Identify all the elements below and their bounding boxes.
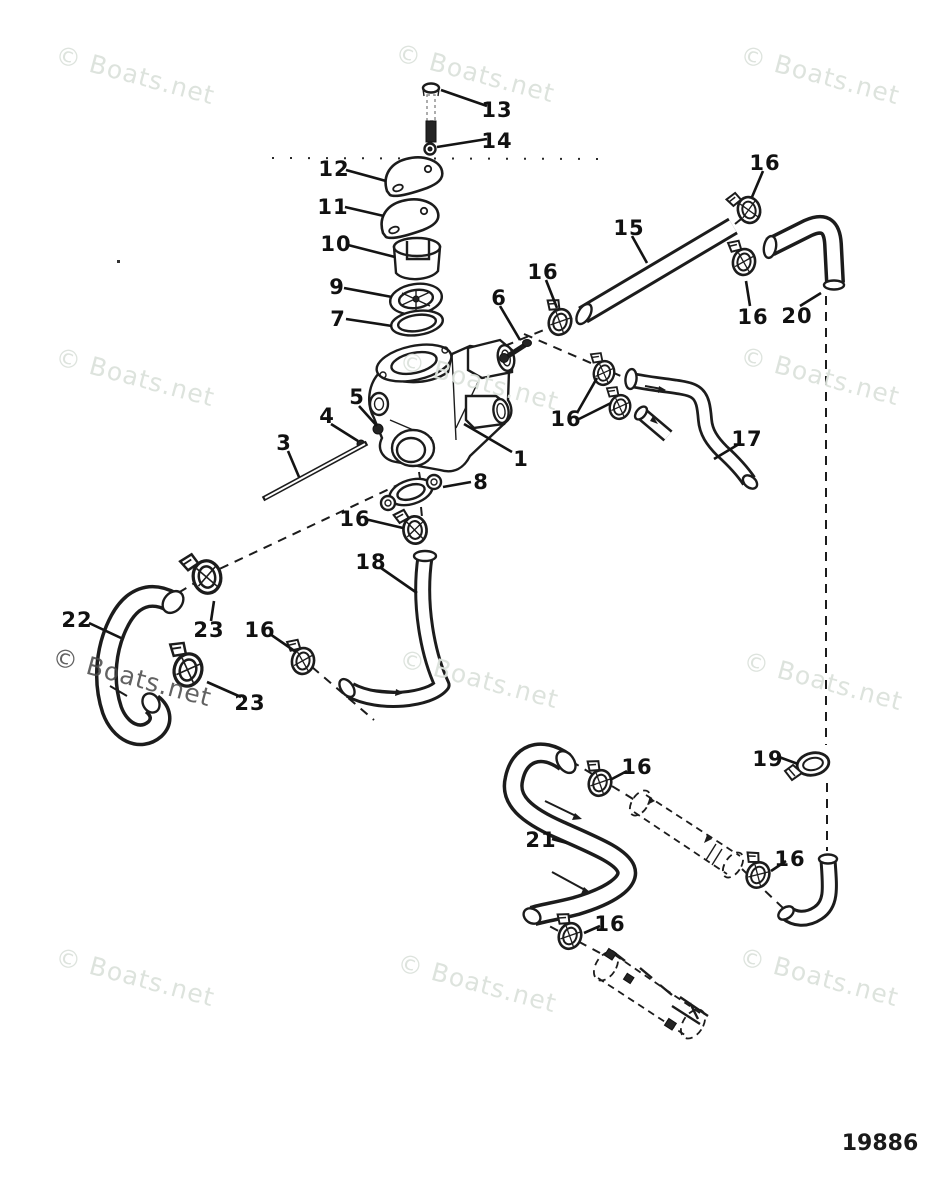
callout-10: 10 [320,232,351,256]
callout-4: 4 [319,404,335,428]
callout-5: 5 [349,385,365,409]
hose-clamp-16 [721,237,760,279]
callout-16: 16 [527,260,558,284]
hose-18 [338,549,451,708]
callout-16: 16 [550,407,581,431]
hose-21 [502,742,638,927]
callout-12: 12 [318,157,349,181]
gasket-8 [379,473,443,512]
callout-22: 22 [61,608,92,632]
callout-11: 11 [317,195,348,219]
hose-17 [624,367,759,490]
diagram-number: 19886 [842,1131,919,1156]
callout-14: 14 [481,129,512,153]
callout-6: 6 [491,286,507,310]
callout-16: 16 [737,305,768,329]
hose-nipple-17 [633,405,673,442]
callout-18: 18 [355,550,386,574]
washer [423,142,437,156]
hose-clamp-16 [536,295,579,340]
callout-16: 16 [244,618,275,642]
stud-3 [261,440,369,502]
hose-22 [94,584,185,747]
thermostat-cover-10 [392,236,442,281]
callout-21: 21 [525,828,556,852]
callout-16: 16 [339,507,370,531]
elbow-hose-20 [762,214,846,291]
hose-clamp-16 [582,349,620,389]
callout-23: 23 [234,691,265,715]
hose-clamp-23 [177,548,225,599]
callout-8: 8 [473,470,489,494]
callout-13: 13 [481,98,512,122]
elbow-hose-lower [777,853,839,927]
callout-16: 16 [774,847,805,871]
callout-16: 16 [749,151,780,175]
callouts: 13 14 12 11 10 9 7 6 5 4 3 1 8 15 16 16 … [61,98,812,936]
hose-clamp-16 [724,186,765,229]
inline-connector [628,789,745,879]
gasket-7 [389,309,445,337]
callout-7: 7 [330,307,346,331]
hose-clamp-16 [280,636,319,678]
assembly-axis-lines [177,157,828,954]
bolt [421,82,441,147]
callout-3: 3 [276,431,292,455]
callout-9: 9 [329,275,345,299]
callout-17: 17 [731,427,762,451]
callout-20: 20 [781,304,812,328]
callout-23: 23 [193,618,224,642]
thermostat-9 [388,282,444,316]
hose-clamp-16 [598,383,636,423]
pump-assembly [593,947,709,1040]
cover-plate-12 [384,156,444,198]
ball-5 [372,423,384,435]
leader-lines [88,88,822,935]
water-tube-15 [575,217,738,326]
thermostat-housing-1 [368,338,516,473]
callout-1: 1 [513,447,529,471]
callout-16: 16 [621,755,652,779]
cover-plate-11 [380,198,440,240]
screw-6 [499,339,532,363]
speck [117,260,120,263]
callout-19: 19 [752,747,783,771]
callout-15: 15 [613,216,644,240]
mounting-clamp-19 [783,748,833,782]
callout-16: 16 [594,912,625,936]
